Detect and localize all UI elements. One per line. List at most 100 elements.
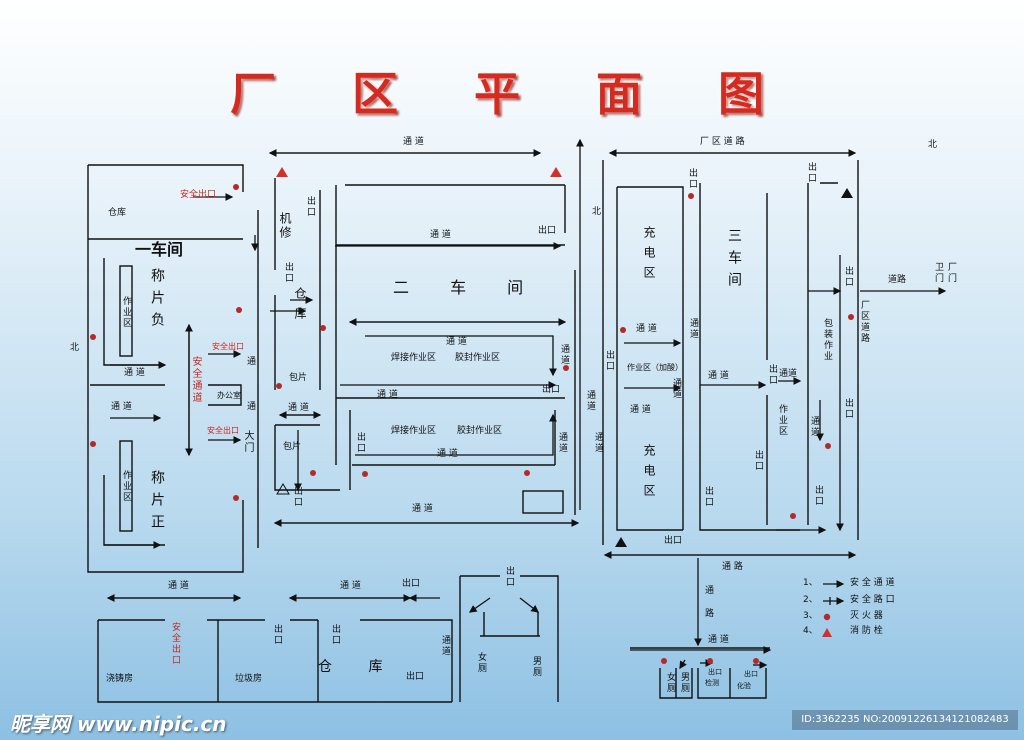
safety-passage-label: 安全通道 [190,356,201,404]
safety-exit-small-2: 安全出口 [207,426,239,435]
passage-label-ws2-b: 通 道 [446,337,467,347]
passage-label-ws1-b: 通 道 [111,402,132,412]
exit-label-ws2-b: 出口 [542,385,561,395]
charge-area-label-1: 充电区 [642,226,656,286]
passage-label-mid: 通 道 [288,403,309,413]
assay-label: 化验 [737,682,751,690]
exit-label-wc-left: 出口 [504,566,514,588]
passage-label-top: 通 道 [403,137,424,147]
work-area-label-2: 作业区 [121,470,131,503]
road-label-right: 道路 [888,275,907,285]
exit-label-bl-d: 出口 [406,672,425,682]
pack-label-2: 包片 [283,442,302,452]
pack-label-1: 包片 [289,373,308,383]
male-wc-label: 男厕 [531,656,541,678]
exit-label-ws3-f: 出口 [843,266,853,288]
workshop-1-label: 一车间 [135,240,184,259]
detect-label: 检测 [705,679,719,687]
passage-label-ws1-a: 通 道 [124,368,145,378]
watermark-id: ID:3362235 NO:20091226134121082483 [792,710,1018,730]
guard-label: 卫门 [933,262,943,284]
exit-label-ws3-c: 出口 [703,486,713,508]
acid-work-area-label: 作业区（加酸） [627,363,683,372]
passage-vertical-8: 通道 [440,635,450,657]
north-label-left: 北 [70,343,80,353]
legend-text-3: 灭 火 器 [850,611,883,621]
exit-label-ws3-g: 出口 [843,398,853,420]
exit-label-assay: 出口 [744,670,758,678]
workshop-3-label: 三车间 [726,228,742,294]
safety-exit-small-1: 安全出口 [212,342,244,351]
legend-text-4: 消 防 栓 [850,626,883,636]
exit-label-right-top: 出口 [687,168,697,190]
exit-label-repair: 出口 [305,196,315,218]
passage-label-ws2-c: 通 道 [377,390,398,400]
passage-vertical-7: 通道 [809,416,819,438]
passage-label-ws2-a: 通 道 [430,230,451,240]
watermark-logo: 昵享网 www.nipic.cn [10,712,227,736]
road-label-vertical: 通 路 [703,585,713,619]
legend-num-2: 2、 [803,595,818,605]
female-wc-right-label: 女厕 [665,672,675,694]
passage-label-ws3: 通 道 [708,371,729,381]
north-label-mid: 北 [592,207,602,217]
passage-label-wc-right: 通 道 [708,635,729,645]
warehouse-mid-label: 仓库 [293,287,307,327]
exit-label-bl-c: 出口 [330,624,340,646]
work-area-label-1: 作业区 [121,296,131,329]
weld-area-label-1: 焊接作业区 [391,353,437,363]
north-label-right: 北 [928,140,938,150]
factory-road-label: 厂 区 道 路 [700,137,745,147]
seal-area-label-2: 胶封作业区 [457,426,503,436]
exit-label-wh: 出口 [283,262,293,284]
exit-label-bl-a: 出口 [402,579,421,589]
road-label-bottom: 通 路 [722,562,743,572]
legend-text-1: 安 全 通 道 [850,578,895,588]
weld-area-label-2: 焊接作业区 [391,426,437,436]
work-area-label-3: 作业区 [777,404,787,437]
exit-label-ws3-b: 出口 [753,450,763,472]
exit-label-pack: 出口 [292,486,302,508]
passage-label-bottom-mid: 通 道 [412,504,433,514]
passage-vertical-1: 通道 [557,432,567,454]
safety-exit-label: 安全出口 [180,190,217,200]
workshop-2-label: 二 车 间 [393,278,542,297]
legend-text-2: 安 全 路 口 [850,595,895,605]
exit-label-ws3-h: 出口 [813,485,823,507]
garbage-label: 垃圾房 [235,674,263,684]
exit-label-ws3-a: 出口 [767,364,777,386]
seal-area-label-1: 胶封作业区 [455,353,501,363]
legend-num-4: 4、 [803,626,818,636]
gate-label: 大门 [242,430,253,454]
hydrant-triangles [276,167,853,547]
exit-label-ws2-c: 出口 [355,432,365,454]
passage-label-bl-a: 通 道 [168,581,189,591]
office-label: 办公室 [217,391,241,400]
exit-label-ws2-a: 出口 [538,226,557,236]
exit-label-detect: 出口 [708,668,722,676]
legend-num-3: 3、 [803,611,818,621]
exit-label-bl-b: 出口 [272,624,282,646]
safety-exit-bottom: 安全出口 [170,622,180,666]
repair-label: 机修 [278,212,292,240]
passage-label-ws2-d: 通 道 [437,449,458,459]
foundry-label: 浇铸房 [106,674,134,684]
passage-label-charge-a: 通 道 [636,324,657,334]
passage-vertical-6: 通道 [671,378,681,400]
weigh-positive-label: 称片正 [149,470,165,536]
exit-label-ws3-d: 出口 [664,536,683,546]
passage-label-ws3-b: 通道 [779,369,798,379]
channel-label-1: 通 [247,357,257,367]
passage-label-charge-b: 通 道 [630,405,651,415]
male-wc-right-label: 男厕 [679,672,689,694]
passage-vertical-4: 通道 [559,344,569,366]
pack-work-label: 包装作业 [822,318,832,362]
page-title: 厂 区 平 面 图 [229,67,795,121]
charge-area-label-2: 充电区 [642,444,656,504]
passage-vertical-2: 通道 [585,390,595,412]
female-wc-label: 女厕 [476,652,486,674]
factory-gate-label: 厂门 [946,262,956,284]
exit-label-charge: 出口 [604,350,614,372]
passage-label-bl-b: 通 道 [340,581,361,591]
